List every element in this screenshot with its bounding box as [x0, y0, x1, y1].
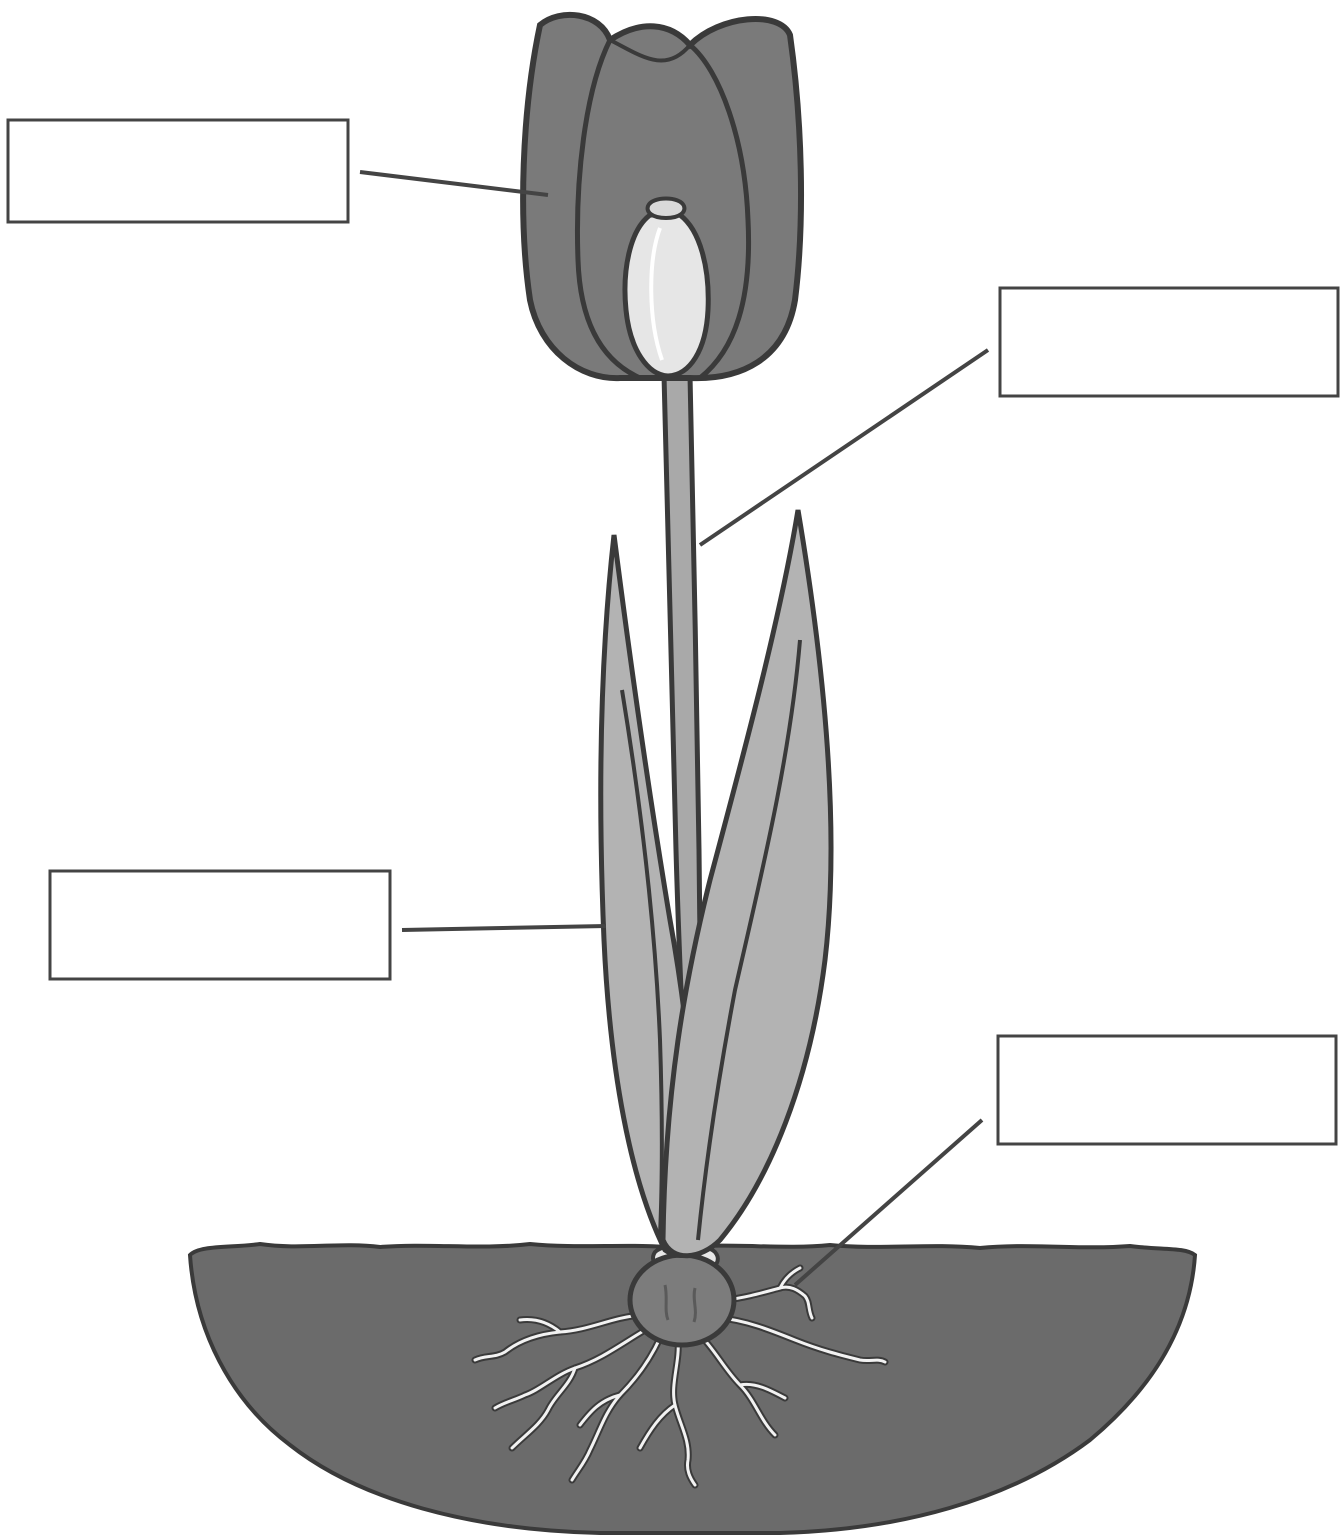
- leaf-label-box[interactable]: [50, 871, 390, 979]
- stem-pointer-line: [700, 350, 988, 545]
- pistil: [625, 215, 708, 376]
- flower-pointer-line: [360, 172, 548, 195]
- stem-label-box[interactable]: [1000, 288, 1338, 396]
- root-label-box[interactable]: [998, 1036, 1336, 1144]
- flower-label-box[interactable]: [8, 120, 348, 222]
- tulip-flower: [523, 15, 801, 378]
- leaf-pointer-line: [402, 926, 606, 930]
